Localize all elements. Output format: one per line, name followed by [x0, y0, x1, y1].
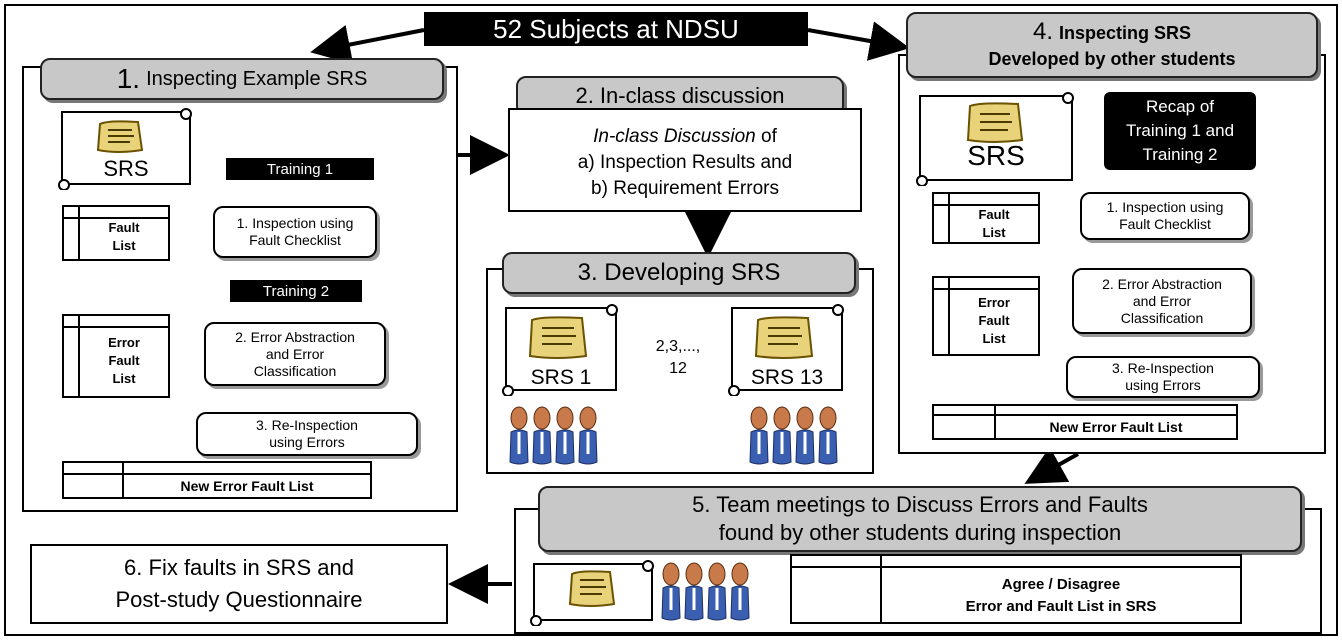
- step1-inspection-box: 1. Inspection using Fault Checklist: [213, 206, 377, 258]
- person-icon: [730, 562, 750, 621]
- document-scroll-icon: [728, 304, 844, 397]
- step3-srs1-label: SRS 1: [530, 366, 592, 389]
- person-icon: [578, 406, 598, 465]
- step1-error-fault-list-table: Error Fault List: [62, 314, 170, 398]
- step4-abstraction-box: 2. Error Abstraction and Error Classific…: [1072, 268, 1252, 334]
- step4-error-fault-list-label: Error Fault List: [978, 295, 1010, 346]
- person-icon: [509, 406, 529, 465]
- person-icon: [661, 562, 681, 621]
- step3-middle-label: 2,3,..., 12: [655, 338, 701, 377]
- step3-srs13-label: SRS 13: [750, 366, 824, 389]
- step2-item-a: a) Inspection Results and: [577, 152, 793, 173]
- step4-recap: Recap of Training 1 and Training 2: [1104, 92, 1256, 170]
- step1-fault-list-table: Fault List: [62, 205, 170, 261]
- step1-new-error-fault-list: New Error Fault List: [62, 461, 372, 499]
- step2-item-b: b) Requirement Errors: [591, 178, 779, 199]
- step5-agree-list-table: Agree / Disagree Error and Fault List in…: [790, 554, 1242, 624]
- document-scroll-icon: [502, 304, 618, 397]
- step1-fault-list-label: Fault List: [108, 220, 140, 253]
- step2-italic-text: In-class Discussion: [593, 126, 756, 147]
- step1-title: Inspecting Example SRS: [146, 67, 368, 90]
- step1-reinspection-box: 3. Re-Inspection using Errors: [196, 412, 418, 456]
- step2-panel: In-class Discussion of a) Inspection Res…: [508, 108, 862, 212]
- people-group-icon: [509, 406, 598, 465]
- step5-srs-scroll: [528, 558, 658, 627]
- step4-reinspection-box: 3. Re-Inspection using Errors: [1066, 356, 1260, 398]
- step4-header: 4.Inspecting SRS Developed by other stud…: [906, 12, 1318, 78]
- step5-list-label: Error and Fault List in SRS: [965, 598, 1157, 615]
- step1-number: 1.: [116, 63, 141, 94]
- step1-abstraction-box: 2. Error Abstraction and Error Classific…: [204, 322, 386, 386]
- step4-number: 4.: [1032, 17, 1053, 45]
- step4-srs-scroll: SRS: [914, 90, 1078, 187]
- step1-error-fault-list-label: Error Fault List: [108, 335, 140, 386]
- step3-srs1-scroll: SRS 1: [500, 302, 622, 397]
- step1-new-list-label: New Error Fault List: [180, 478, 314, 494]
- step1-srs-label: SRS: [103, 156, 149, 181]
- step1-training2: Training 2: [230, 280, 362, 302]
- person-icon: [532, 406, 552, 465]
- step4-inspection-box: 1. Inspection using Fault Checklist: [1080, 192, 1250, 240]
- step4-fault-list-table: Fault List: [932, 192, 1040, 244]
- step6-box: 6. Fix faults in SRS and Post-study Ques…: [30, 544, 448, 624]
- person-icon: [707, 562, 727, 621]
- step5-agree-label: Agree / Disagree: [1001, 576, 1121, 593]
- document-scroll-icon: [916, 92, 1074, 187]
- person-icon: [772, 406, 792, 465]
- people-group-icon: [749, 406, 838, 465]
- step1-srs-scroll: SRS: [56, 106, 196, 191]
- step4-new-list-label: New Error Fault List: [1049, 419, 1183, 435]
- step1-header: 1. Inspecting Example SRS: [40, 58, 444, 100]
- person-icon: [818, 406, 838, 465]
- step4-srs-label: SRS: [967, 140, 1025, 171]
- person-icon: [795, 406, 815, 465]
- document-scroll-icon: [530, 560, 654, 627]
- step4-fault-list-label: Fault List: [978, 207, 1010, 240]
- document-scroll-icon: [58, 108, 192, 191]
- step4-title-line2: Developed by other students: [988, 48, 1236, 69]
- people-group-icon: [661, 562, 750, 621]
- step4-error-fault-list-table: Error Fault List: [932, 276, 1040, 356]
- step1-training1: Training 1: [226, 158, 374, 180]
- person-icon: [749, 406, 769, 465]
- step2-text-rest: of: [755, 126, 777, 147]
- step4-new-error-fault-list: New Error Fault List: [932, 404, 1238, 440]
- main-title: 52 Subjects at NDSU: [424, 12, 808, 46]
- step3-header: 3. Developing SRS: [502, 252, 856, 294]
- step4-title-line1: Inspecting SRS: [1058, 22, 1192, 43]
- person-icon: [555, 406, 575, 465]
- step5-header: 5. Team meetings to Discuss Errors and F…: [538, 486, 1302, 552]
- step3-srs13-scroll: SRS 13: [726, 302, 848, 397]
- person-icon: [684, 562, 704, 621]
